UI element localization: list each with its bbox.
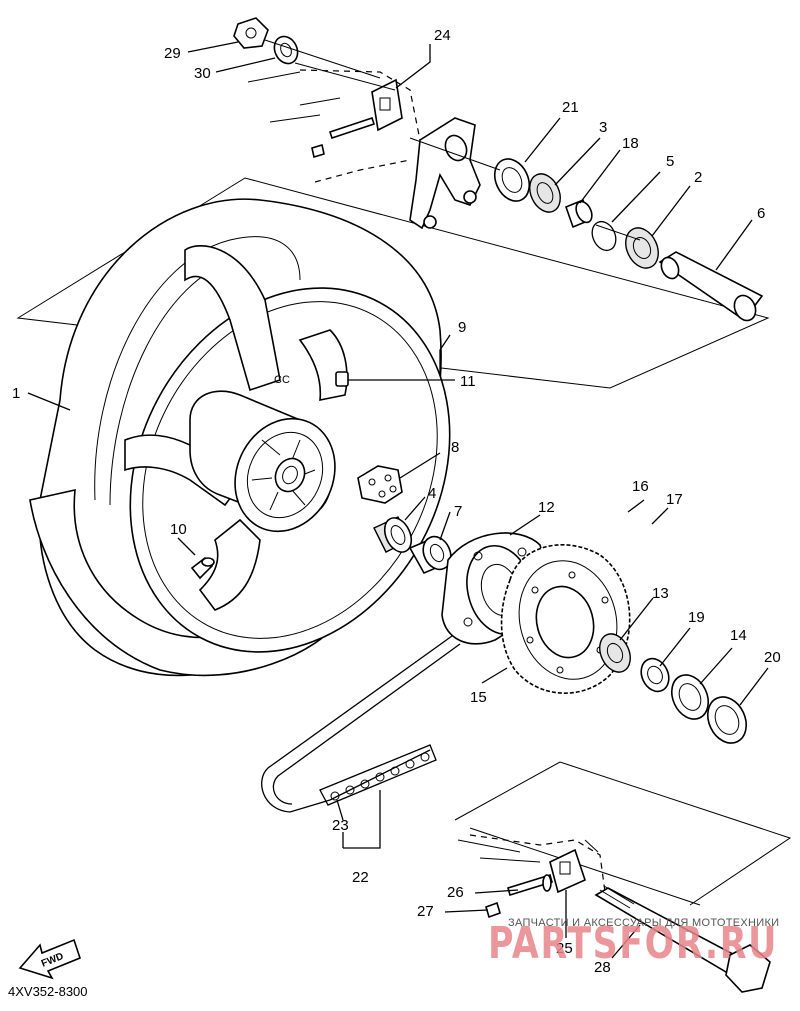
part-bearing-13 xyxy=(599,633,631,673)
callout-24-upper: 24 xyxy=(434,27,451,44)
rear-wheel: CC xyxy=(29,198,451,677)
callout-30: 30 xyxy=(194,65,211,82)
callout-21: 21 xyxy=(562,99,579,116)
callout-3: 3 xyxy=(599,119,607,136)
part-chain-puller-lower xyxy=(485,848,586,919)
lower-assembly-lines xyxy=(457,834,606,893)
callout-2: 2 xyxy=(694,169,702,186)
watermark-logo: PARTSFOR.RU xyxy=(488,918,778,969)
leader-lines xyxy=(27,41,769,959)
callout-numbers: 29 30 24 21 3 18 5 2 6 1 9 11 8 4 7 10 1… xyxy=(12,27,781,976)
callout-5: 5 xyxy=(666,153,674,170)
part-collar-20 xyxy=(706,696,748,744)
upper-assembly-lines xyxy=(247,39,641,241)
callout-18: 18 xyxy=(622,135,639,152)
diagram-code: 4XV352-8300 xyxy=(8,984,88,999)
callout-11: 11 xyxy=(460,373,476,390)
part-spacer-6 xyxy=(658,251,764,322)
callout-23: 23 xyxy=(332,817,349,834)
callout-15: 15 xyxy=(470,689,487,706)
callout-6: 6 xyxy=(757,205,765,222)
drive-chain xyxy=(261,635,461,813)
callout-9: 9 xyxy=(458,319,466,336)
part-circlip-5 xyxy=(591,220,617,252)
callout-27: 27 xyxy=(417,903,434,920)
part-washer-30 xyxy=(273,35,299,65)
callout-25: 25 xyxy=(556,940,573,957)
part-chain-puller-upper xyxy=(311,78,403,159)
callout-29: 29 xyxy=(164,45,181,62)
callout-1: 1 xyxy=(12,385,20,402)
part-axle-nut-29 xyxy=(233,17,269,49)
part-bearing-2 xyxy=(625,227,659,269)
part-oil-seal-14 xyxy=(670,674,710,720)
callout-4: 4 xyxy=(428,485,436,502)
callout-28: 28 xyxy=(594,959,611,976)
watermark: ЗАПЧАСТИ И АКСЕССУАРЫ ДЛЯ МОТОТЕХНИКИ PA… xyxy=(488,917,779,969)
part-oil-seal-21 xyxy=(493,158,531,202)
part-collar-18 xyxy=(564,198,593,229)
svg-text:CC: CC xyxy=(274,374,290,386)
callout-20: 20 xyxy=(764,649,781,666)
fwd-arrow-icon: FWD xyxy=(18,938,81,980)
lower-assembly-outline xyxy=(454,761,792,906)
part-axle-28 xyxy=(594,885,771,993)
callout-10: 10 xyxy=(170,521,187,538)
callout-26: 26 xyxy=(447,884,464,901)
callout-7: 7 xyxy=(454,503,462,520)
part-collar-19 xyxy=(640,657,670,693)
part-bearing-3 xyxy=(529,173,561,213)
callout-17: 17 xyxy=(666,491,683,508)
callout-16: 16 xyxy=(632,478,649,495)
callout-14: 14 xyxy=(730,627,747,644)
callout-8: 8 xyxy=(451,439,459,456)
callout-19: 19 xyxy=(688,609,705,626)
watermark-tagline: ЗАПЧАСТИ И АКСЕССУАРЫ ДЛЯ МОТОТЕХНИКИ xyxy=(508,917,779,929)
callout-12: 12 xyxy=(538,499,555,516)
part-sprocket xyxy=(500,544,631,694)
callout-22: 22 xyxy=(352,869,369,886)
part-caliper-bracket xyxy=(409,117,481,230)
part-damper xyxy=(357,465,403,504)
callout-13: 13 xyxy=(652,585,669,602)
part-bearing-4 xyxy=(373,516,413,553)
